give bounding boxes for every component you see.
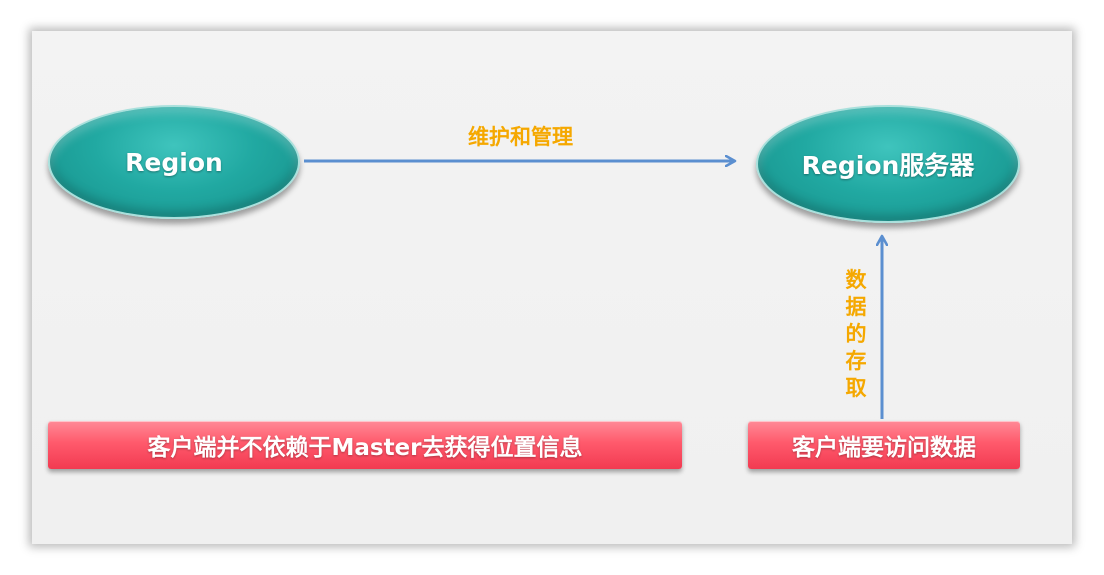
client-access-box: 客户端要访问数据 [748,421,1020,469]
region-node-label: Region [125,147,223,177]
client-independent-box: 客户端并不依赖于Master去获得位置信息 [48,421,682,469]
region-server-node-label: Region服务器 [801,151,975,180]
access-edge-label: 数据的存取 [845,268,867,400]
client-access-text: 客户端要访问数据 [792,435,976,461]
client-independent-text: 客户端并不依赖于Master去获得位置信息 [147,435,583,461]
region-node: Region [48,105,300,219]
region-server-node: Region服务器 [756,105,1020,223]
diagram-arrows [304,31,1072,419]
slide-canvas: Region Region服务器 维护和管理 数据的存取 客户端并不依赖于Mas… [32,31,1072,544]
maintain-edge-label: 维护和管理 [468,125,573,149]
